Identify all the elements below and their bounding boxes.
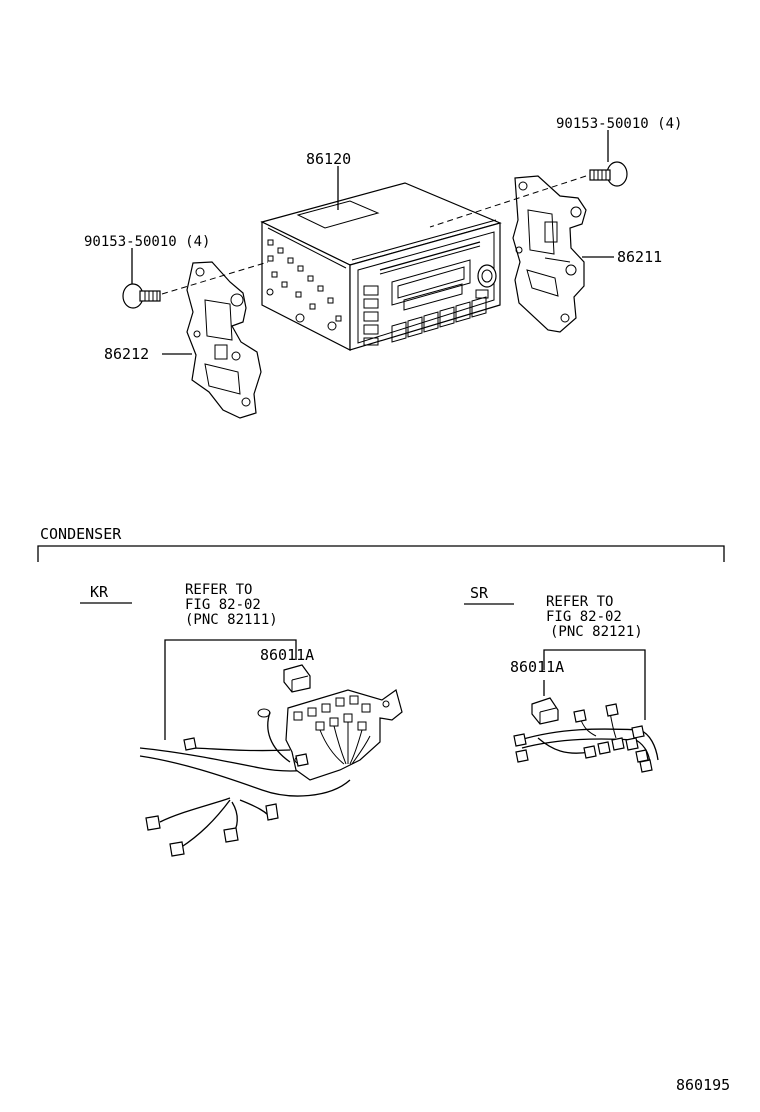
label-screw-right: 90153-50010 (4) [556,116,682,132]
condenser-section-title: CONDENSER [40,525,122,543]
kr-part-label: 86011A [260,646,314,664]
kr-refer-line3: (PNC 82111) [185,612,278,628]
kr-refer-line2: FIG 82-02 [185,597,261,613]
condenser-bracket-line [37,545,725,562]
sr-variant-label: SR [470,584,489,602]
sr-refer-line2: FIG 82-02 [546,609,622,625]
figure-number: 860195 [676,1076,730,1094]
kr-refer-line1: REFER TO [185,582,252,598]
label-radio-assembly: 86120 [306,150,351,168]
sr-refer-line1: REFER TO [546,594,613,610]
label-bracket-right: 86211 [617,248,662,266]
kr-wire-harness-drawing [139,689,403,857]
bracket-right-drawing [512,175,587,333]
sr-part-label: 86011A [510,658,564,676]
label-screw-left: 90153-50010 (4) [84,234,210,250]
kr-condenser-part-drawing [283,664,311,693]
alignment-lines [161,175,587,295]
kr-leader-lines [164,639,297,740]
sr-condenser-part-drawing [531,697,559,725]
screw-left-drawing [122,283,161,309]
sr-refer-line3: (PNC 82121) [550,624,643,640]
sr-wire-harness-drawing [513,703,659,773]
leader-lines-upper [131,130,614,355]
radio-assembly-drawing [260,182,502,351]
label-bracket-left: 86212 [104,345,149,363]
sr-leader-lines [543,649,646,720]
kr-variant-label: KR [90,583,109,601]
screw-right-drawing [589,161,628,187]
bracket-left-drawing [186,261,262,419]
